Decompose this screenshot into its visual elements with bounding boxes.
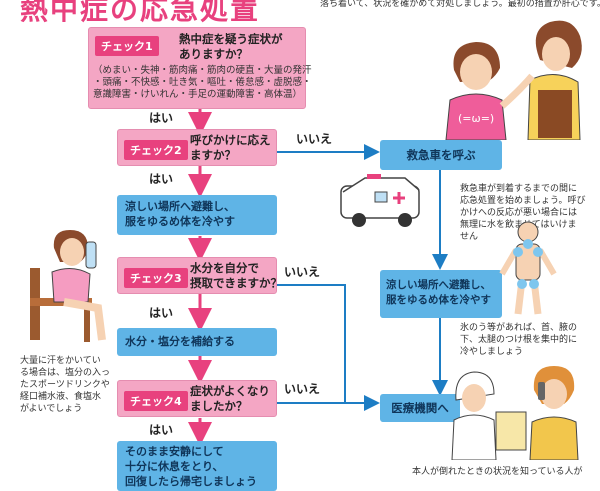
no-label-check3: いいえ [284, 265, 321, 279]
hospital-text: 医療機関へ [391, 401, 449, 415]
rest-step-line3: 回復したら帰宅しましょう [125, 475, 257, 488]
ambulance-note-line2: 応急処置を始めましょう。呼び [460, 196, 586, 206]
drink-note-line5: がよいでしょう [20, 404, 83, 414]
hospital-box: 医療機関へ [380, 394, 460, 422]
check3-badge: チェック3 [124, 268, 188, 288]
rest-step-box: そのまま安静にして 十分に休息をとり、 回復したら帰宅しましょう [117, 441, 277, 491]
check1-badge: チェック1 [95, 36, 159, 56]
check2-box: チェック2 呼びかけに応え ますか？ [117, 129, 277, 166]
check1-question-line1: 熱中症を疑う症状が [179, 32, 283, 46]
yes-label-3: はい [149, 306, 174, 320]
check4-question-line2: ましたか？ [190, 399, 248, 413]
shirt-text: (=ω=) [458, 112, 494, 125]
ambulance-text: 救急車を呼ぶ [406, 148, 476, 162]
cool-step-box: 涼しい場所へ避難し、 服をゆるめ体を冷やす [117, 195, 277, 235]
right-cool-line1: 涼しい場所へ避難し、 [386, 279, 491, 291]
drink-note: 大量に汗をかいてい る場合は、塩分の入っ たスポーツドリンクや 経口補水液、食塩… [20, 355, 112, 415]
yes-label-4: はい [149, 423, 174, 437]
check2-badge: チェック2 [124, 140, 188, 160]
right-cool-line2: 服をゆるめ体を冷やす [386, 294, 491, 306]
no-label-check2: いいえ [296, 132, 333, 146]
drink-note-line2: る場合は、塩分の入っ [20, 368, 111, 378]
drink-note-line3: たスポーツドリンクや [20, 380, 110, 390]
check4-question-line1: 症状がよくなり [190, 384, 270, 398]
check1-question-line2: ありますか？ [179, 47, 248, 61]
top-note: 落ち着いて、状況を確かめて対処しましょう。最初の措置が肝心です。 [320, 0, 600, 9]
ice-note-line2: 下、太腿のつけ根を集中的に [460, 335, 578, 345]
rest-step-line1: そのまま安静にして [125, 445, 224, 458]
check2-question-line1: 呼びかけに応え [190, 133, 271, 147]
ambulance-note-line4: 無理に水を飲ませてはいけま [460, 220, 577, 230]
ice-note-line3: 冷やしましょう [460, 347, 524, 357]
water-step-box: 水分・塩分を補給する [117, 328, 277, 356]
check1-symptoms-line2: ・頭痛・不快感・吐き気・嘔吐・倦怠感・虚脱感・ [93, 77, 312, 88]
ambulance-note: 救急車が到着するまでの間に 応急処置を始めましょう。呼び かけへの反応が悪い場合… [460, 183, 592, 243]
ice-note: 氷のう等があれば、首、腋の 下、太腿のつけ根を集中的に 冷やしましょう [460, 322, 592, 358]
page-title: 熱中症の応急処置 [20, 0, 261, 26]
drink-note-line4: 経口補水液、食塩水 [20, 392, 102, 402]
water-step-text: 水分・塩分を補給する [125, 335, 235, 348]
check3-question-line1: 水分を自分で [190, 261, 259, 275]
no-label-check4: いいえ [284, 382, 321, 396]
arrow-no-check3 [276, 284, 380, 411]
ambulance-icon [340, 174, 420, 227]
drink-note-line1: 大量に汗をかいてい [20, 356, 101, 366]
cooling-body-icon [499, 221, 557, 315]
right-cool-box: 涼しい場所へ避難し、 服をゆるめ体を冷やす [380, 270, 502, 318]
ambulance-box: 救急車を呼ぶ [380, 140, 502, 170]
ambulance-note-line5: せん [460, 232, 479, 242]
cool-step-line1: 涼しい場所へ避難し、 [125, 200, 235, 213]
drinking-girl-illustration [30, 230, 106, 342]
ambulance-note-line3: かけへの反応が悪い場合には [460, 208, 578, 218]
check1-symptoms-line1: （めまい・失神・筋肉痛・筋肉の硬直・大量の発汗 [93, 65, 312, 76]
check2-question-line2: ますか？ [190, 148, 236, 162]
flow-connectors [188, 109, 448, 446]
ambulance-note-line1: 救急車が到着するまでの間に [460, 184, 578, 194]
cool-step-line2: 服をゆるめ体を冷やす [125, 215, 235, 228]
rest-step-line2: 十分に休息をとり、 [125, 460, 224, 473]
yes-label-1: はい [149, 111, 174, 125]
check3-box: チェック3 水分を自分で 摂取できますか？ [117, 257, 282, 294]
hospital-illustration [451, 366, 579, 460]
check4-box: チェック4 症状がよくなり ましたか？ [117, 380, 277, 417]
yes-label-2: はい [149, 172, 174, 186]
check3-question-line2: 摂取できますか？ [190, 276, 282, 290]
check4-badge: チェック4 [124, 391, 188, 411]
helper-illustration: (=ω=) [445, 20, 582, 140]
check1-box: チェック1 熱中症を疑う症状が ありますか？ （めまい・失神・筋肉痛・筋肉の硬直… [88, 27, 312, 109]
hospital-note: 本人が倒れたときの状況を知っている人が [412, 467, 583, 477]
check1-symptoms-line3: 意識障害・けいれん・手足の運動障害・高体温） [93, 89, 303, 100]
ice-note-line1: 氷のう等があれば、首、腋の [460, 323, 578, 333]
